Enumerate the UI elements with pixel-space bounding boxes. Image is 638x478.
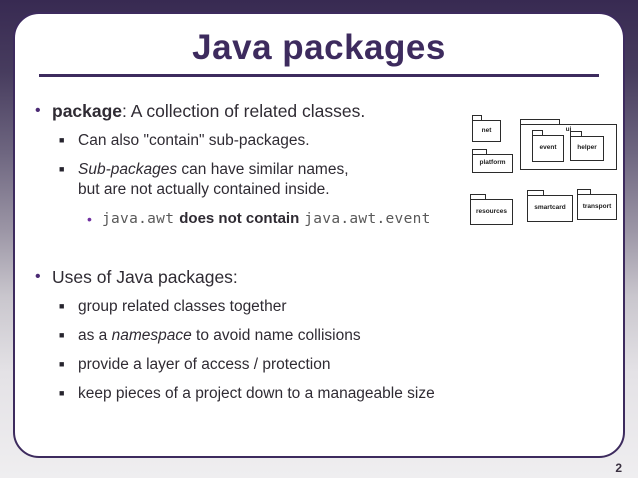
- package-folder-platform: platform: [472, 149, 513, 173]
- package-folder-smartcard: smartcard: [527, 190, 573, 222]
- square-bullet-icon: ■: [59, 329, 65, 340]
- package-folder-label: platform: [479, 159, 506, 167]
- subpackages-emphasis: Sub-packages: [78, 160, 178, 178]
- package-folder-label: transport: [582, 202, 612, 210]
- package-folder-label: net: [481, 126, 492, 134]
- slide-body: • package: A collection of related class…: [35, 100, 521, 413]
- package-folder-label: event: [539, 144, 557, 152]
- bullet-use-size: ■ keep pieces of a project down to a man…: [59, 384, 521, 404]
- package-folder-helper: helper: [570, 131, 604, 161]
- package-folder-net: net: [472, 115, 501, 142]
- square-bullet-icon: ■: [59, 163, 65, 174]
- bullet-use-namespace: ■ as a namespace to avoid name collision…: [59, 326, 521, 346]
- use-access-text: provide a layer of access / protection: [78, 356, 331, 374]
- bullet-use-access: ■ provide a layer of access / protection: [59, 355, 521, 375]
- use-group-text: group related classes together: [78, 297, 287, 315]
- package-definition-text: : A collection of related classes.: [122, 101, 366, 121]
- round-bullet-icon: •: [35, 268, 41, 286]
- square-bullet-icon: ■: [59, 359, 65, 370]
- use-size-text: keep pieces of a project down to a manag…: [78, 385, 435, 403]
- package-term: package: [52, 101, 123, 121]
- package-folder-resources: resources: [470, 194, 513, 225]
- namespace-emphasis: namespace: [111, 326, 192, 344]
- bullet-contain-subpackages: ■ Can also "contain" sub-packages.: [59, 131, 521, 151]
- square-bullet-icon: ■: [59, 388, 65, 399]
- uses-heading-text: Uses of Java packages:: [52, 267, 238, 288]
- square-bullet-icon: ■: [59, 134, 65, 145]
- bullet-uses-heading: • Uses of Java packages:: [35, 266, 521, 289]
- use-namespace-pre: as a: [78, 326, 112, 344]
- round-bullet-icon: •: [35, 102, 41, 119]
- package-folder-label: smartcard: [534, 204, 566, 212]
- page-number: 2: [615, 461, 622, 475]
- page-title: Java packages: [192, 28, 446, 67]
- bullet-package-definition: • package: A collection of related class…: [35, 100, 521, 123]
- bullet-use-group: ■ group related classes together: [59, 297, 521, 317]
- slide: Java packages • package: A collection of…: [13, 12, 625, 458]
- package-folder-label: helper: [577, 144, 597, 152]
- use-namespace-post: to avoid name collisions: [191, 326, 361, 344]
- package-folder-transport: transport: [577, 189, 617, 220]
- title-underline: [39, 74, 599, 77]
- bullet-subpackages-names: ■ Sub-packages can have similar names, bu…: [59, 160, 521, 200]
- contain-subpackages-text: Can also "contain" sub-packages.: [78, 131, 310, 149]
- package-folder-label: ui: [565, 126, 572, 133]
- package-folder-label: resources: [475, 207, 508, 215]
- square-bullet-icon: ■: [59, 300, 65, 311]
- code-java-awt-event: java.awt.event: [304, 211, 431, 228]
- does-not-contain-text: does not contain: [179, 210, 300, 228]
- small-round-bullet-icon: •: [87, 211, 92, 228]
- subpackages-names-line2: but are not actually contained inside.: [78, 181, 330, 199]
- subpackages-names-text: can have similar names,: [177, 160, 349, 178]
- packages-diagram: net ui event helper platform resources s…: [460, 102, 638, 242]
- code-java-awt: java.awt: [102, 211, 175, 228]
- package-folder-event: event: [532, 130, 564, 162]
